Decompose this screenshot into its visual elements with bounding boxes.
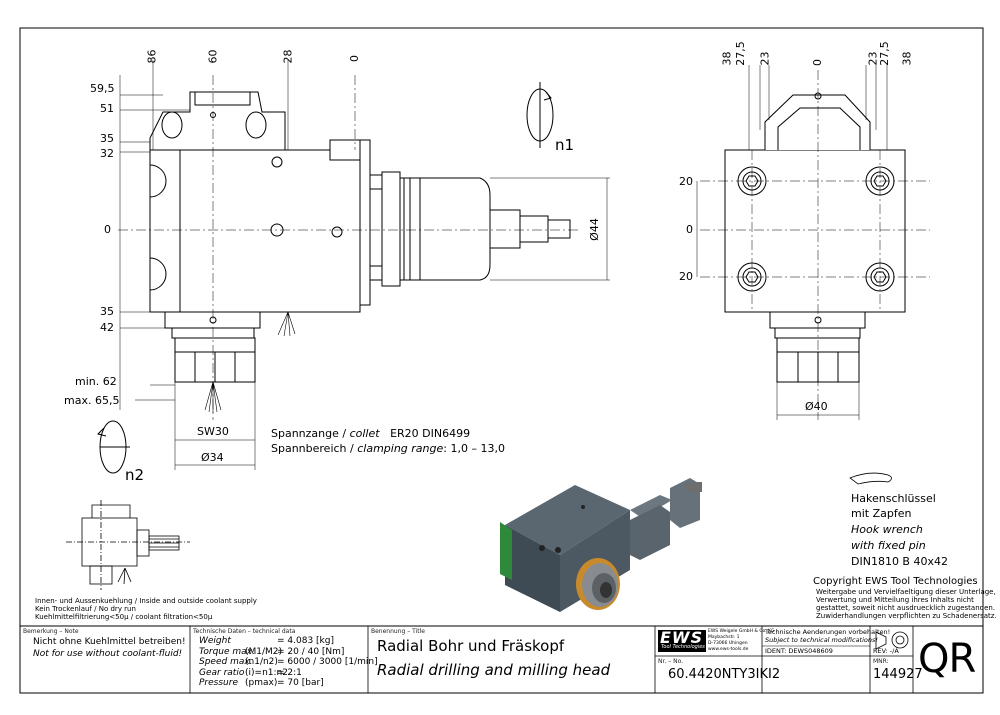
- dim-59-5: 59,5: [90, 82, 115, 95]
- drawing-frame: [19, 27, 984, 694]
- ews-logo-sub: Tool Technologies: [661, 644, 705, 650]
- nr-label: Nr. – No.: [658, 658, 684, 665]
- copyright-title: Copyright EWS Tool Technologies: [813, 576, 978, 587]
- tech-header: Technische Daten – technical data: [193, 628, 296, 635]
- mnr-number: 144927: [873, 667, 923, 682]
- tech-row: Pressure(pmax)= 70 [bar]: [199, 678, 324, 688]
- dim-28: 28: [281, 49, 295, 64]
- tech-row: Gear ratio(i)=n1:n2= 2:1: [199, 667, 302, 678]
- dim-dia44: Ø44: [587, 218, 601, 241]
- mnr-label: MNR:: [873, 658, 889, 665]
- coolant-note-3: Kuehlmittelfiltrierung<50µ / coolant fil…: [35, 613, 213, 621]
- remark-de: Nicht ohne Kuehlmittel betreiben!: [33, 637, 186, 647]
- dim-35-top: 35: [100, 132, 114, 145]
- coolant-note-1: Innen- und Aussenkuehlung / Inside and o…: [35, 597, 257, 605]
- dim-sw30: SW30: [197, 425, 229, 438]
- rotation-symbol-n1: [526, 82, 554, 148]
- name-header: Benennung – Title: [371, 628, 425, 635]
- dim-r-38-right: 38: [900, 51, 914, 66]
- label-n1: n1: [555, 136, 575, 154]
- tech-data-table: Weight= 4.083 [kg] Torque max.(M1/M2)= 2…: [199, 636, 378, 689]
- remark-header: Bemerkung – Note: [23, 628, 79, 635]
- dim-r-0: 0: [811, 59, 824, 66]
- revision: REV: -/A: [873, 647, 899, 655]
- coolant-note-2: Kein Trockenlauf / No dry run: [35, 605, 136, 613]
- dim-r-38-left: 38: [720, 51, 734, 66]
- wrench-spec: DIN1810 B 40x42: [851, 555, 948, 568]
- ews-logo-box: [658, 630, 706, 652]
- dim-r-0-side: 0: [686, 223, 693, 236]
- title-en: Radial drilling and milling head: [377, 661, 611, 679]
- dim-0-left: 0: [104, 223, 111, 236]
- coolant-section-drawing: [66, 500, 190, 590]
- dim-dia34: Ø34: [201, 451, 224, 464]
- change-note-de: Technische Aenderungen vorbehalten!: [765, 628, 891, 636]
- dim-r-27-5-right: 27,5: [877, 41, 891, 66]
- dim-dia40: Ø40: [805, 400, 828, 413]
- rotation-symbol-n2: [97, 420, 130, 474]
- dim-0-top: 0: [348, 55, 361, 62]
- dim-42: 42: [100, 321, 114, 334]
- dim-r-20-bottom: 20: [679, 270, 693, 283]
- label-n2: n2: [125, 466, 145, 484]
- side-view: [724, 92, 906, 383]
- dim-min-62: min. 62: [75, 375, 117, 388]
- dim-r-20-top: 20: [679, 175, 693, 188]
- dim-35-bottom: 35: [100, 305, 114, 318]
- hook-wrench-icon: [849, 472, 892, 485]
- tech-row: Weight= 4.083 [kg]: [199, 636, 334, 646]
- wrench-de-2: mit Zapfen: [851, 507, 912, 520]
- dim-32: 32: [100, 147, 114, 160]
- ews-logo: EWS: [660, 628, 704, 647]
- wrench-en-2: with fixed pin: [851, 539, 926, 552]
- company-address: EWS Weigele GmbH & Co. KG Maybachstr. 1 …: [708, 629, 775, 652]
- product-3d-render: [500, 478, 702, 612]
- qr-label: QR: [918, 636, 976, 682]
- title-de: Radial Bohr und Fräskopf: [377, 637, 565, 655]
- dim-86: 86: [145, 49, 159, 64]
- dim-51: 51: [100, 102, 114, 115]
- front-view: [149, 91, 571, 413]
- tech-row: Torque max.(M1/M2)= 20 / 40 [Nm]: [199, 646, 345, 657]
- remark-en: Not for use without coolant-fluid!: [33, 649, 183, 659]
- clamping-range-line: Spannbereich / clamping range: 1,0 – 13,…: [271, 442, 505, 455]
- dim-max-65-5: max. 65,5: [64, 394, 120, 407]
- dim-r-23-left: 23: [758, 51, 772, 66]
- ident: IDENT: DEWS048609: [765, 647, 833, 655]
- collet-line: Spannzange / collet ER20 DIN6499: [271, 427, 471, 440]
- change-note-en: Subject to technical modifications!: [765, 636, 878, 644]
- tech-row: Speed max.(n1/n2)= 6000 / 3000 [1/min]: [199, 657, 378, 667]
- dim-60: 60: [206, 49, 220, 64]
- copyright-line-4: Zuwiderhandlungen verpflichten zu Schade…: [816, 612, 997, 620]
- copyright-line-3: gestattet, soweit nicht ausdruecklich zu…: [816, 604, 996, 612]
- copyright-line-2: Verwertung und Mitteilung ihres Inhalts …: [816, 596, 974, 604]
- wrench-de-1: Hakenschlüssel: [851, 492, 936, 505]
- part-number: 60.4420NTY3IKI2: [668, 667, 781, 682]
- projection-symbol: [875, 631, 909, 650]
- copyright-line-1: Weitergabe und Vervielfaeltigung dieser …: [816, 588, 996, 596]
- wrench-en-1: Hook wrench: [851, 523, 923, 536]
- dim-r-27-5-left: 27,5: [733, 41, 747, 66]
